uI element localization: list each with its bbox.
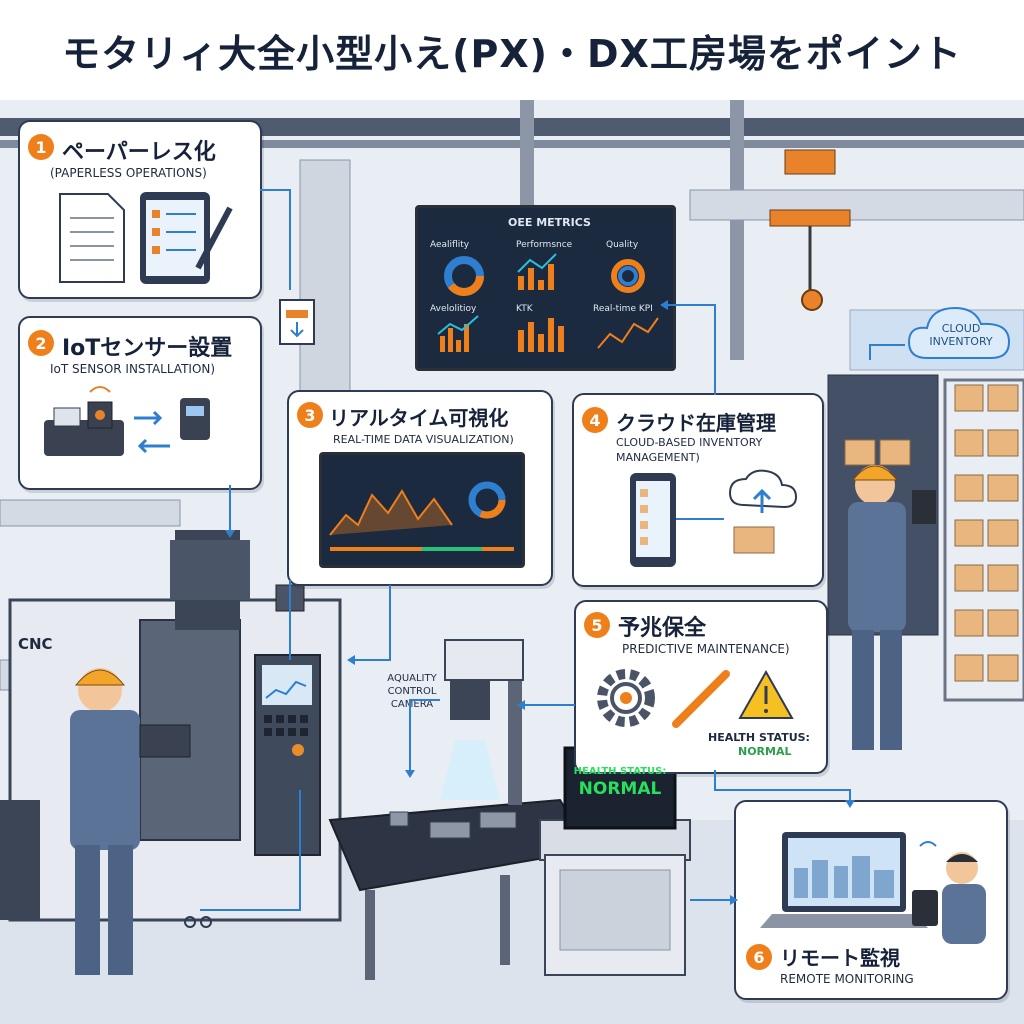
sensor-device-icon [44,386,210,456]
card-title: リアルタイム可視化 [329,406,509,430]
oee-panel-label: Performsnce [516,240,573,250]
quality-camera-label: AQUALITY CONTROL CAMERA [387,673,437,710]
card-subtitle: IoT SENSOR INSTALLATION) [50,362,216,376]
download-doc-icon [279,299,315,345]
card-subtitle: PREDICTIVE MAINTENANCE) [622,642,790,656]
oee-panel-label: Aealiflity [430,240,470,250]
card-cloud-inventory: 4 クラウド在庫管理 CLOUD-BASED INVENTORY MANAGEM… [572,393,824,587]
card-number-badge: 6 [746,944,772,970]
card-paperless: 1 ペーパーレス化 (PAPERLESS OPERATIONS) [18,120,262,299]
terminal-status-value: NORMAL [578,779,662,799]
worker-inventory [848,465,936,750]
page-title: モタリィ大全小型小え(PX)・DX工房場をポイント [0,0,1024,100]
card-realtime-visualization: 3 リアルタイム可視化 REAL-TIME DATA VISUALIZATION… [287,390,553,586]
card-subtitle: REAL-TIME DATA VISUALIZATION) [333,433,514,446]
cloud-icon [907,306,1011,359]
laptop-monitoring-icon [760,832,986,944]
document-icon [59,192,233,284]
card-number-badge: 5 [584,612,610,638]
cloud-inventory-badge: CLOUD INVENTORY [905,300,1015,362]
oee-panel-label: Quality [606,240,639,250]
cloud-inventory-label: CLOUD INVENTORY [929,322,993,348]
card-number-badge: 2 [28,330,54,356]
cloud-sync-icon [630,469,798,567]
oee-panel-label: KTK [516,304,533,314]
oee-charts [437,253,659,352]
card-number-badge: 4 [582,407,608,433]
terminal-status-label: HEALTH STATUS: [573,766,667,777]
card-subtitle: CLOUD-BASED INVENTORY MANAGEMENT) [616,436,763,464]
health-status-label: HEALTH STATUS: [708,731,810,744]
card-number-badge: 3 [297,402,323,428]
factory-scene: 1 ペーパーレス化 (PAPERLESS OPERATIONS) 2 IoTセン… [0,100,1024,1024]
terminal-status-screen[interactable]: HEALTH STATUS: NORMAL [568,751,672,825]
oee-title: OEE METRICS [508,216,591,229]
card-number-badge: 1 [28,134,54,160]
oee-metrics-monitor[interactable]: OEE METRICS Aealiflity Performsnce Quali… [415,205,676,371]
card-predictive-maintenance: 5 予兆保全 PREDICTIVE MAINTENANCE) HEALTH ST… [574,600,828,774]
card-title: ペーパーレス化 [62,140,216,165]
card-title: IoTセンサー設置 [62,336,233,361]
gear-wrench-warning-icon [597,669,794,728]
card-iot-sensor: 2 IoTセンサー設置 IoT SENSOR INSTALLATION) [18,316,262,490]
realtime-dashboard-screen[interactable] [319,452,525,568]
card-remote-monitoring: 6 リモート監視 REMOTE MONITORING [734,800,1008,1000]
card-title: リモート監視 [780,946,900,970]
card-title: クラウド在庫管理 [616,411,776,435]
oee-panel-label: Real-time KPI [593,304,653,314]
card-subtitle: REMOTE MONITORING [780,972,914,986]
card-title: 予兆保全 [618,616,707,641]
oee-panel-label: Avelolitioy [430,304,477,314]
worker-cnc [70,668,191,975]
cnc-label: CNC [18,635,53,653]
realtime-chart [329,481,514,551]
card-subtitle: (PAPERLESS OPERATIONS) [50,166,207,180]
health-status-value: NORMAL [738,745,792,758]
